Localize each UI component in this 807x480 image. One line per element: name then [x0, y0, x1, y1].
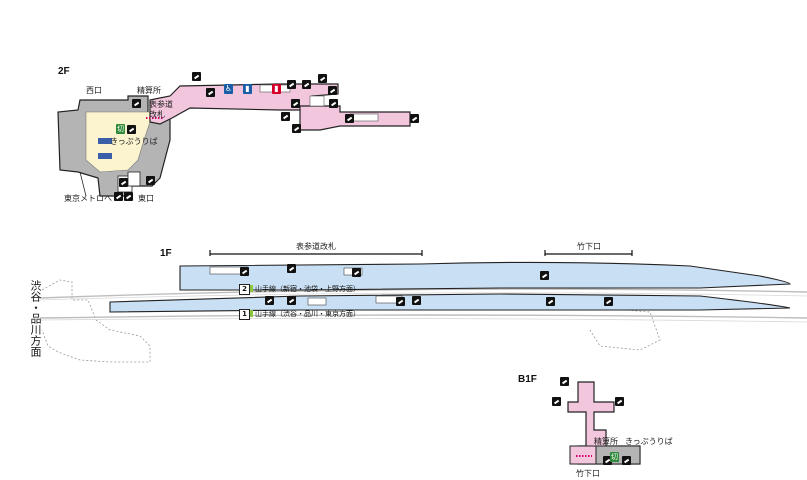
omotesando-gate-label-2f: 表参道 — [149, 100, 173, 109]
ticket-office-tag: 切 — [610, 452, 619, 462]
stairs-icon — [287, 80, 296, 89]
escalator-icon — [546, 297, 555, 306]
floor-b1f-plan — [567, 381, 641, 465]
track-2-badge: 2 — [239, 284, 250, 295]
fare-adjust-label-b1f: 精算所 — [594, 437, 618, 446]
escalator-icon — [132, 99, 141, 108]
escalator-icon — [345, 114, 354, 123]
escalator-icon — [396, 297, 405, 306]
elevator-icon — [287, 296, 296, 305]
floor-label-2f: 2F — [58, 66, 70, 77]
ticket-machine-icon — [127, 125, 136, 134]
shop-tag — [98, 138, 112, 144]
escalator-icon — [540, 271, 549, 280]
ticket-office-label-b1f: きっぷうりば — [625, 437, 673, 446]
track-2-label: 山手線（新宿・池袋・上野方面） — [255, 285, 360, 293]
floor-2f-plan — [57, 83, 411, 197]
floor-1f-plan — [39, 250, 807, 363]
floor-label-b1f: B1F — [518, 374, 537, 385]
floor-label-1f: 1F — [160, 248, 172, 259]
escalator-icon — [410, 114, 419, 123]
escalator-icon — [302, 80, 311, 89]
escalator-icon — [604, 297, 613, 306]
platform-2 — [179, 261, 791, 291]
stairs-icon — [114, 192, 123, 201]
escalator-icon — [240, 267, 249, 276]
escalator-icon — [124, 192, 133, 201]
stairs-icon — [292, 124, 301, 133]
escalator-icon — [329, 99, 338, 108]
escalator-icon — [281, 112, 290, 121]
track-1-label: 山手線（渋谷・品川・東京方面） — [255, 310, 360, 318]
stairs-icon — [328, 86, 337, 95]
east-exit-label: 東口 — [138, 194, 154, 203]
escalator-icon — [192, 72, 201, 81]
stairs-icon — [412, 296, 421, 305]
omotesando-gate-label-1f: 表参道改札 — [296, 242, 336, 251]
takeshita-exit-label-b1f: 竹下口 — [576, 469, 600, 478]
ticket-office-tag: 切 — [116, 124, 125, 134]
escalator-icon — [119, 178, 128, 187]
stairs-icon — [352, 268, 361, 277]
east-exit-stairs — [127, 171, 141, 187]
escalator-icon — [265, 296, 274, 305]
elevator-icon — [287, 264, 296, 273]
shibuya-shinagawa-direction: 渋谷・品川方面 — [29, 280, 42, 357]
platform-1 — [109, 293, 791, 313]
escalator-icon — [146, 176, 155, 185]
escalator-icon — [552, 397, 561, 406]
ticket-office-label-2f: きっぷうりば — [110, 137, 158, 146]
ticket-machine-icon — [622, 456, 631, 465]
escalator-icon — [560, 377, 569, 386]
tokyo-metro-label: 東京メトロへ — [64, 194, 112, 203]
fare-adjust-label-2f: 精算所 — [137, 86, 161, 95]
elevator-icon — [318, 74, 327, 83]
west-exit-label: 西口 — [86, 86, 102, 95]
escalator-icon — [615, 397, 624, 406]
takeshita-gate-label-1f: 竹下口 — [577, 242, 601, 251]
elevator-icon — [291, 99, 300, 108]
accessible-toilet-icon: ♿ — [224, 84, 233, 94]
escalator-icon — [206, 88, 215, 97]
elevator-icon — [603, 456, 612, 465]
omotesando-gate-label-2f-line2: 改札 — [149, 110, 165, 119]
mens-toilet-icon: ▮ — [243, 84, 252, 94]
womens-toilet-icon: ▮ — [272, 84, 281, 94]
track-1-badge: 1 — [239, 309, 250, 320]
